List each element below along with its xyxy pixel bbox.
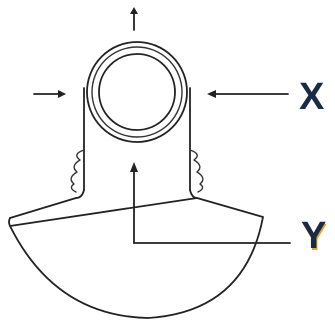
weld-bead-left — [70, 149, 85, 193]
base-outline — [9, 197, 264, 319]
top-arrow-head — [130, 7, 138, 14]
eye-middle-ring — [91, 46, 183, 138]
label-y: Y — [301, 215, 327, 257]
left-arrow-head — [58, 90, 66, 98]
fillet-right — [189, 189, 198, 199]
base-left-edge — [8, 217, 11, 227]
eye-outer-ring — [86, 41, 188, 143]
label-x: X — [299, 76, 325, 118]
x-leader-arrow-head — [207, 90, 216, 98]
eye-inner-ring — [98, 53, 176, 131]
y-leader-arrow-head — [130, 162, 138, 172]
weld-bead-right — [189, 149, 204, 193]
fillet-left — [75, 189, 85, 199]
